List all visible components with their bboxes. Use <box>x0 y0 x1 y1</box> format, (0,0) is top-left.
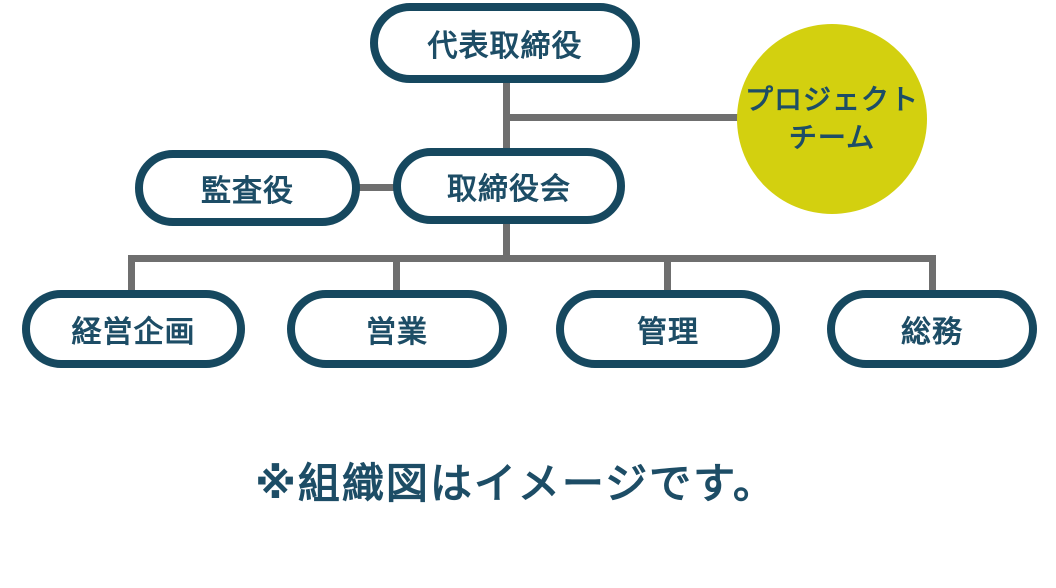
connector-board-to-departments <box>503 221 510 262</box>
connector-drop-admin <box>664 258 671 293</box>
project-team-label-line2: チーム <box>788 122 876 153</box>
node-ceo: 代表取締役 <box>370 3 640 83</box>
disclaimer-note: ※組織図はイメージです。 <box>255 460 777 507</box>
node-dept-planning: 経営企画 <box>22 290 245 368</box>
connector-to-project-team <box>506 114 745 121</box>
node-board: 取締役会 <box>393 148 625 224</box>
connector-departments-rail <box>128 255 936 262</box>
node-dept-general: 総務 <box>827 290 1037 368</box>
connector-auditor-to-board <box>352 184 398 191</box>
connector-drop-planning <box>128 255 135 293</box>
node-project-team: プロジェクト チーム <box>737 24 927 214</box>
node-dept-sales: 営業 <box>287 290 507 368</box>
connector-drop-general <box>929 255 936 293</box>
node-dept-admin: 管理 <box>556 290 780 368</box>
node-auditor: 監査役 <box>135 150 360 226</box>
connector-drop-sales <box>393 258 400 293</box>
project-team-label-line1: プロジェクト <box>744 84 919 116</box>
